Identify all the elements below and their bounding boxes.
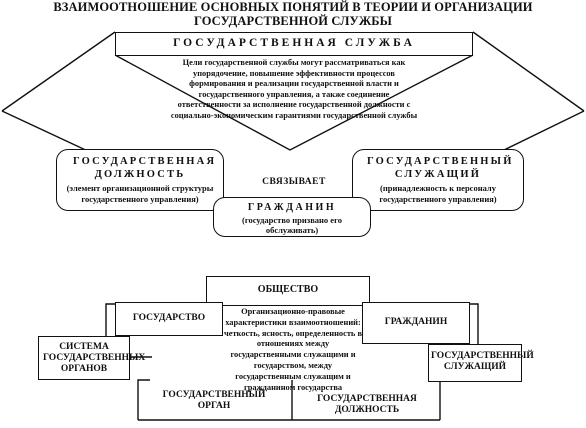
society-label: ОБЩЕСТВО bbox=[257, 284, 319, 295]
frame-left-top bbox=[105, 303, 115, 340]
top-inverted-triangle bbox=[114, 54, 474, 151]
society-box: ОБЩЕСТВО bbox=[206, 276, 370, 306]
state-position-box: ГОСУДАРСТВЕННАЯ ДОЛЖНОСТЬ (элемент орган… bbox=[56, 149, 224, 211]
diamond-edge-top-left bbox=[1, 31, 116, 112]
citizen-heading: ГРАЖДАНИН bbox=[247, 202, 337, 213]
servant-bottom-box: ГОСУДАРСТВЕННЫЙ СЛУЖАЩИЙ bbox=[428, 344, 534, 382]
state-servant-heading: ГОСУДАРСТВЕННЫЙ СЛУЖАЩИЙ bbox=[367, 156, 514, 180]
organ-label: ГОСУДАРСТВЕННЫЙ ОРГАН bbox=[162, 390, 266, 411]
state-service-heading: ГОСУДАРСТВЕННАЯ СЛУЖБА bbox=[173, 37, 415, 49]
position-bottom-label: ГОСУДАРСТВЕННАЯ ДОЛЖНОСТЬ bbox=[317, 394, 417, 415]
system-box: СИСТЕМА ГОСУДАРСТВЕННЫХ ОРГАНОВ bbox=[38, 336, 146, 380]
state-position-note: (элемент организационной структуры госуд… bbox=[66, 183, 214, 204]
diagram-title: ВЗАИМООТНОШЕНИЕ ОСНОВНЫХ ПОНЯТИЙ В ТЕОРИ… bbox=[53, 0, 533, 28]
state-box: ГОСУДАРСТВО bbox=[115, 302, 223, 336]
state-service-goals: Цели государственной службы могут рассма… bbox=[170, 58, 418, 120]
links-label: СВЯЗЫВАЕТ bbox=[262, 177, 326, 187]
frame-left-bottom bbox=[137, 379, 150, 420]
citizen-note: (государство призвано его обслуживать) bbox=[242, 215, 342, 235]
citizen-bottom-box: ГРАЖДАНИН bbox=[362, 302, 470, 344]
characteristics-text-block: Организационно-правовые характеристики в… bbox=[224, 307, 362, 393]
state-position-heading: ГОСУДАРСТВЕННАЯ ДОЛЖНОСТЬ bbox=[73, 156, 217, 180]
state-service-box: ГОСУДАРСТВЕННАЯ СЛУЖБА bbox=[115, 32, 473, 56]
state-servant-note: (принадлежность к персоналу государствен… bbox=[379, 183, 497, 204]
state-servant-box: ГОСУДАРСТВЕННЫЙ СЛУЖАЩИЙ (принадлежность… bbox=[352, 149, 524, 211]
state-label: ГОСУДАРСТВО bbox=[132, 313, 206, 323]
citizen-box: ГРАЖДАНИН (государство призвано его обсл… bbox=[213, 197, 371, 237]
citizen-bottom-label: ГРАЖДАНИН bbox=[384, 317, 448, 327]
servant-bottom-label: ГОСУДАРСТВЕННЫЙ СЛУЖАЩИЙ bbox=[431, 351, 534, 372]
frame-right-top bbox=[470, 303, 479, 346]
diamond-edge-top-right bbox=[472, 31, 585, 112]
system-label: СИСТЕМА ГОСУДАРСТВЕННЫХ ОРГАНОВ bbox=[43, 342, 146, 374]
characteristics-text: Организационно-правовые характеристики в… bbox=[224, 307, 362, 392]
